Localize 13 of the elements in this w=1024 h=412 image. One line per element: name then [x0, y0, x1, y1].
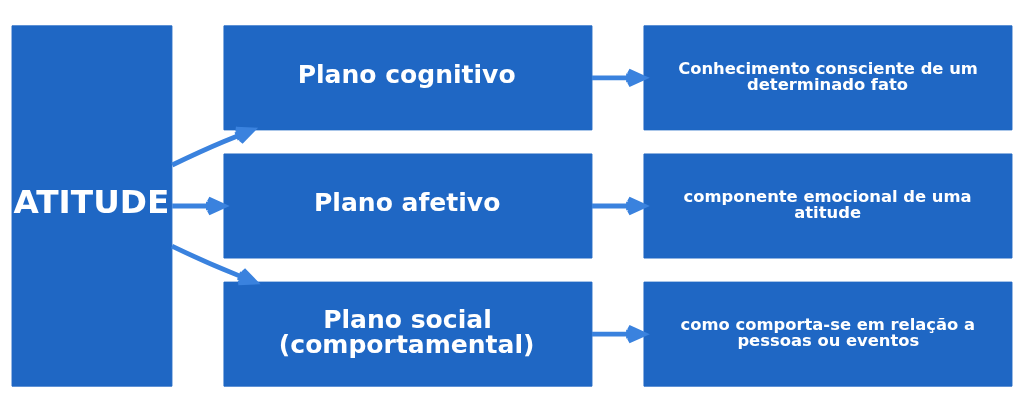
- node-box: como comporta-se em relação a pessoas ou eventos: [643, 281, 1013, 387]
- arrow: [592, 196, 647, 216]
- node-box: componente emocional de uma atitude: [643, 153, 1013, 259]
- arrow: [171, 126, 256, 168]
- arrow: [592, 68, 647, 88]
- node-box: Conhecimento consciente de um determinado fato: [643, 25, 1013, 131]
- arrow: [172, 196, 227, 216]
- node-box: Plano social (comportamental): [223, 281, 593, 387]
- node-box: Plano afetivo: [223, 153, 593, 259]
- node-box: Plano cognitivo: [223, 25, 593, 131]
- node-box: ATITUDE: [11, 25, 173, 387]
- arrow: [592, 324, 647, 344]
- arrow: [170, 243, 258, 286]
